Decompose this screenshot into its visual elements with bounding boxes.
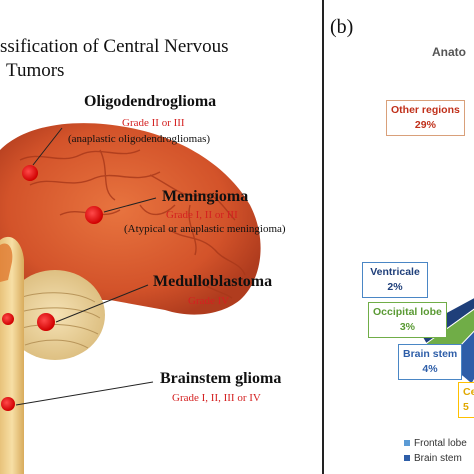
pie-slice-other-regions [416,297,474,330]
tumor-note-oligodendroglioma: (anaplastic oligodendrogliomas) [68,133,211,145]
diagram-title-line1: ssification of Central Nervous [0,36,229,57]
tumor-meningioma [85,206,103,224]
tumor-medulloblastoma-2 [2,313,14,325]
slice-label-brain-stem: Brain stem 4% [398,344,462,380]
panel-divider [322,0,324,474]
chart-title: Anato [432,45,466,59]
slice-label-ventricale-name: Ventricale [370,266,420,278]
slice-label-occipital-lobe: Occipital lobe 3% [368,302,447,338]
slice-label-ventricale: Ventricale 2% [362,262,428,298]
legend-label-frontal-lobe: Frontal lobe [414,438,467,449]
slice-label-occipital-lobe-name: Occipital lobe [373,306,442,318]
brainstem-shape [0,236,24,474]
tumor-medulloblastoma [37,313,55,331]
slice-label-cerebellum-value: 5 [463,401,469,413]
tumor-note-meningioma: (Atypical or anaplastic meningioma) [124,223,286,235]
legend-item-frontal-lobe: Frontal lobe [404,438,467,449]
tumor-grade-medulloblastoma: Grade IV [188,295,230,307]
anatomical-location-chart-panel: (b) Anato Other regions 29% Ventricale 2… [324,0,474,474]
legend-label-brain-stem: Brain stem [414,453,462,464]
slice-label-ventricale-value: 2% [387,281,403,293]
slice-label-occipital-lobe-value: 3% [399,321,416,333]
legend-item-brain-stem: Brain stem [404,453,462,464]
tumor-name-brainstem-glioma: Brainstem glioma [160,370,282,387]
tumor-grade-meningioma: Grade I, II or III [166,209,238,221]
tumor-name-meningioma: Meningioma [162,188,249,205]
legend-swatch-frontal-lobe [404,440,410,447]
brain-tumor-diagram-panel: ssification of Central Nervous Tumors Ol… [0,36,286,474]
slice-label-brain-stem-value: 4% [422,363,438,375]
tumor-brainstem-glioma [1,397,15,411]
slice-label-cerebellum: Cereb 5 [458,382,474,418]
tumor-grade-oligodendroglioma: Grade II or III [122,117,185,129]
slice-label-cerebellum-name: Cereb [463,386,474,398]
tumor-grade-brainstem-glioma: Grade I, II, III or IV [172,392,261,404]
brain-illustration [0,123,261,474]
pie-chart [416,297,474,386]
slice-label-brain-stem-name: Brain stem [403,348,458,360]
tumor-oligodendroglioma [22,165,38,181]
cerebellum-shape [5,270,105,360]
diagram-title-line2: Tumors [6,60,65,81]
thalamus-shape [0,243,13,282]
tumor-name-medulloblastoma: Medulloblastoma [153,273,273,290]
slice-label-other-regions-value: 29% [414,119,436,131]
cerebrum-shape [0,123,261,315]
tumor-name-oligodendroglioma: Oligodendroglioma [84,93,217,110]
slice-label-other-regions-name: Other regions [391,104,460,116]
pointer-lines [15,127,157,406]
legend-swatch-brain-stem [404,455,410,462]
panel-label-b: (b) [330,16,354,38]
slice-label-other-regions: Other regions 29% [386,100,465,136]
